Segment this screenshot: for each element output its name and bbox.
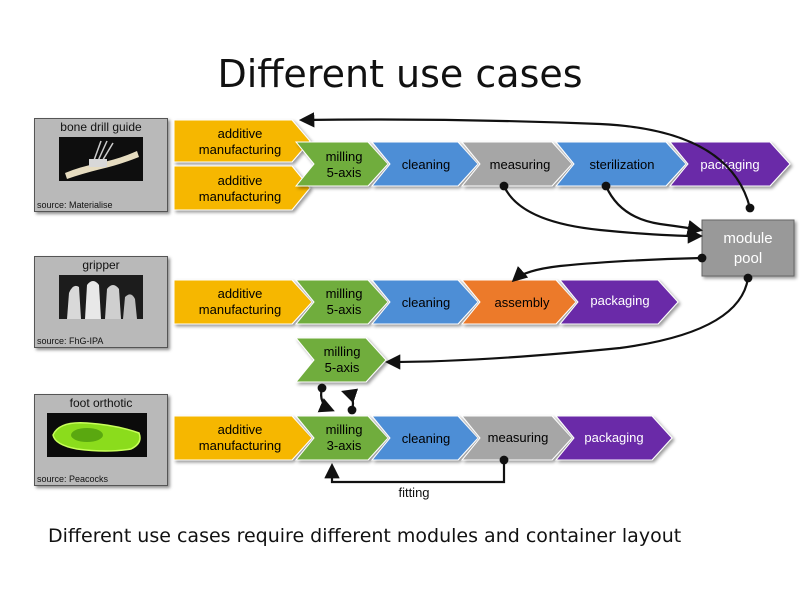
bone-model-icon [59,137,143,181]
use-case-gripper: gripper source: FhG-IPA [34,256,168,348]
module-label-line2: 5-axis [327,165,362,180]
use-case-source: source: Materialise [37,200,113,210]
module-label: sterilization [589,157,654,172]
module-assembly: assembly [460,279,577,325]
module-label-line1: additive [218,173,263,188]
module-pool-label-line2: pool [734,250,762,267]
connectors [298,112,755,484]
module-milling-3-axis: milling 3-axis [294,415,389,461]
arrow-fitting-loop [324,455,509,484]
use-case-foot-orthotic: foot orthotic source: Peacocks [34,394,168,486]
module-label-line2: 5-axis [327,302,362,317]
arrow-pool-to-milling-swap [384,273,753,370]
module-packaging: packaging [558,279,679,325]
module-label: measuring [488,430,549,445]
arrow-sterilization-to-pool [601,181,704,236]
slide-title: Different use cases [217,52,583,96]
module-packaging: packaging [554,415,673,461]
use-case-bone-drill-guide: bone drill guide source: Materialise [34,118,168,212]
module-milling-5-axis: milling 5-axis [294,141,389,187]
module-label-line1: milling [326,422,363,437]
module-label: cleaning [402,157,450,172]
module-label: measuring [490,157,551,172]
module-label-line1: additive [218,126,263,141]
orthotic-model-icon [47,413,147,457]
module-label-line2: manufacturing [199,302,281,317]
module-label-line2: 5-axis [325,360,360,375]
module-label-line2: 3-axis [327,438,362,453]
module-label: packaging [590,293,649,308]
use-case-name: bone drill guide [60,120,142,134]
arrow-packaging-to-top-additive [298,112,755,213]
module-label-line2: manufacturing [199,142,281,157]
module-label-line1: milling [324,344,361,359]
module-measuring: measuring [460,415,573,461]
module-additive-manufacturing: additive manufacturing [173,415,313,461]
module-label: cleaning [402,431,450,446]
module-sterilization: sterilization [554,141,687,187]
module-packaging: packaging [668,141,791,187]
module-label-line1: additive [218,422,263,437]
module-label-line1: additive [218,286,263,301]
use-case-source: source: FhG-IPA [37,336,104,346]
arrow-swap-up [341,388,359,415]
module-milling-5-axis: milling 5-axis [294,279,389,325]
row-foot-orthotic: additive manufacturing milling 3-axis cl… [173,415,673,461]
module-milling-5-axis-swap: milling 5-axis [294,337,387,383]
use-case-name: gripper [82,258,120,272]
module-label: assembly [495,295,550,310]
module-label-line1: milling [326,149,363,164]
module-label-line1: milling [326,286,363,301]
module-label: cleaning [402,295,450,310]
gripper-photo [59,275,143,319]
module-pool-label-line1: module [723,230,772,247]
slide-caption: Different use cases require different mo… [48,525,682,547]
bone-drill-guide-photo [59,137,143,181]
module-label-line2: manufacturing [199,189,281,204]
row-gripper: additive manufacturing milling 5-axis cl… [173,279,679,325]
row-bone-drill-guide: additive manufacturing additive manufact… [173,119,791,211]
use-case-name: foot orthotic [69,396,133,410]
foot-orthotic-photo [47,413,147,457]
module-additive-manufacturing-lower: additive manufacturing [173,165,311,211]
arrow-swap-down [317,383,335,413]
module-label-line2: manufacturing [199,438,281,453]
module-pool: module pool [701,219,795,277]
module-label: packaging [584,430,643,445]
arrow-measuring-to-pool [499,181,704,244]
module-additive-manufacturing: additive manufacturing [173,279,313,325]
arrow-pool-to-assembly [511,253,707,283]
gripper-model-icon [59,275,143,319]
module-additive-manufacturing-upper: additive manufacturing [173,119,311,163]
use-case-source: source: Peacocks [37,474,109,484]
fitting-label: fitting [398,485,429,500]
